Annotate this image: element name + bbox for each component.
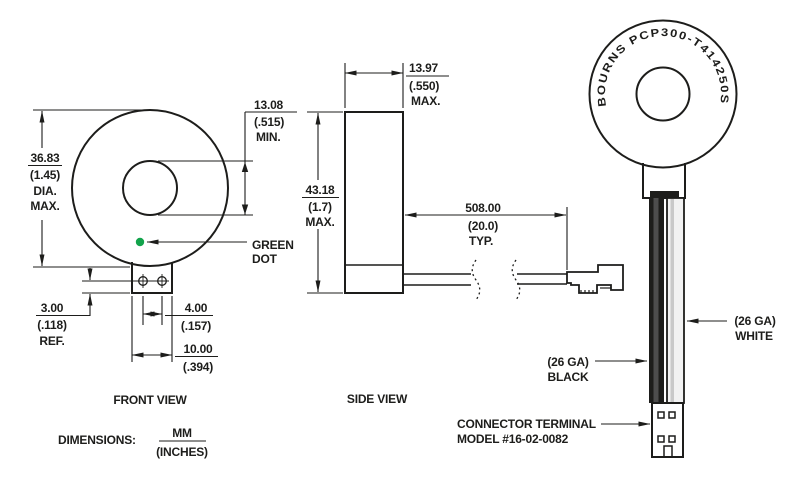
rear-view: BOURNS PCP300-T414250S (26 GA) WHITE bbox=[457, 19, 776, 458]
svg-text:(.157): (.157) bbox=[181, 319, 211, 333]
dimensions-note-inches: (INCHES) bbox=[156, 445, 208, 459]
svg-text:(.515): (.515) bbox=[254, 115, 284, 129]
rear-shaft-hole bbox=[635, 66, 691, 122]
svg-text:4.00: 4.00 bbox=[185, 301, 208, 315]
dim-lead-length: 508.00 (20.0) TYP. bbox=[404, 201, 568, 270]
black-wire bbox=[649, 198, 664, 403]
black-wire-callout: (26 GA) BLACK bbox=[547, 355, 648, 384]
white-wire bbox=[666, 197, 685, 404]
green-dot-label-2: DOT bbox=[252, 252, 278, 266]
white-wire-callout: (26 GA) WHITE bbox=[686, 314, 776, 343]
dim-height: 43.18 (1.7) MAX. bbox=[302, 111, 343, 294]
svg-text:(.394): (.394) bbox=[183, 360, 213, 374]
svg-text:CONNECTOR TERMINAL: CONNECTOR TERMINAL bbox=[457, 417, 596, 431]
dim-thickness: 13.97 (.550) MAX. bbox=[344, 61, 449, 108]
svg-text:MAX.: MAX. bbox=[411, 94, 440, 108]
dim-diameter: 36.83 (1.45) DIA. MAX. bbox=[28, 109, 148, 268]
svg-text:TYP.: TYP. bbox=[469, 234, 493, 248]
svg-text:DIA.: DIA. bbox=[33, 184, 56, 198]
dim-ref: 3.00 (.118) REF. bbox=[36, 268, 138, 348]
front-view: GREEN DOT 36.83 (1.45) DIA. MAX. 13.08 (… bbox=[28, 98, 297, 407]
svg-text:(20.0): (20.0) bbox=[468, 219, 498, 233]
svg-text:(.550): (.550) bbox=[409, 79, 439, 93]
connector-terminal bbox=[651, 402, 684, 458]
side-body-outline bbox=[344, 111, 404, 294]
svg-text:WHITE: WHITE bbox=[735, 329, 773, 343]
front-terminals bbox=[136, 274, 169, 288]
rear-body-outline bbox=[588, 19, 738, 169]
svg-text:43.18: 43.18 bbox=[305, 183, 335, 197]
dim-pin-spacing: 4.00 (.157) bbox=[142, 296, 213, 333]
wire-crimp bbox=[650, 191, 679, 198]
svg-text:MAX.: MAX. bbox=[30, 199, 59, 213]
svg-text:(1.7): (1.7) bbox=[308, 200, 332, 214]
dimensions-note: DIMENSIONS: MM (INCHES) bbox=[58, 426, 208, 459]
connector-callout: CONNECTOR TERMINAL MODEL #16-02-0082 bbox=[457, 417, 651, 446]
terminal-hole bbox=[157, 276, 167, 286]
svg-text:REF.: REF. bbox=[39, 334, 64, 348]
side-view: 13.97 (.550) MAX. 43.18 (1.7) MAX. 508.0… bbox=[302, 61, 624, 406]
svg-text:13.97: 13.97 bbox=[409, 61, 439, 75]
svg-text:(1.45): (1.45) bbox=[30, 168, 60, 182]
front-body-outline bbox=[71, 109, 229, 267]
svg-text:3.00: 3.00 bbox=[41, 301, 64, 315]
svg-text:(26 GA): (26 GA) bbox=[547, 355, 588, 369]
svg-text:(.118): (.118) bbox=[37, 318, 67, 332]
svg-text:508.00: 508.00 bbox=[465, 201, 501, 215]
dimensions-note-mm: MM bbox=[172, 426, 192, 440]
svg-text:MAX.: MAX. bbox=[305, 215, 334, 229]
side-connector bbox=[566, 264, 624, 294]
terminal-hole bbox=[138, 276, 148, 286]
wire-break-mark bbox=[511, 259, 521, 301]
dimensions-note-label: DIMENSIONS: bbox=[58, 433, 136, 447]
svg-text:13.08: 13.08 bbox=[254, 98, 284, 112]
green-dot-label-1: GREEN bbox=[252, 238, 294, 252]
side-wire bbox=[403, 259, 567, 301]
svg-text:10.00: 10.00 bbox=[183, 342, 213, 356]
front-tab bbox=[131, 262, 173, 294]
svg-text:36.83: 36.83 bbox=[30, 151, 60, 165]
dim-hole: 13.08 (.515) MIN. bbox=[158, 98, 297, 216]
dim-tab-width: 10.00 (.394) bbox=[131, 296, 218, 374]
front-shaft-hole bbox=[122, 160, 178, 216]
green-dot bbox=[135, 237, 145, 247]
svg-text:(26 GA): (26 GA) bbox=[734, 314, 775, 328]
wire-break-mark bbox=[471, 259, 481, 301]
side-view-label: SIDE VIEW bbox=[347, 392, 408, 406]
svg-text:BLACK: BLACK bbox=[548, 370, 590, 384]
front-view-label: FRONT VIEW bbox=[113, 393, 187, 407]
svg-text:MIN.: MIN. bbox=[256, 130, 281, 144]
svg-text:MODEL #16-02-0082: MODEL #16-02-0082 bbox=[457, 432, 569, 446]
